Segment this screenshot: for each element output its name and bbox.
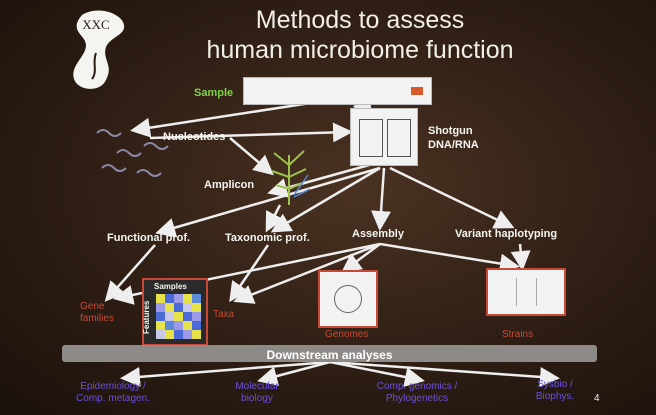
sample-bar-swatch [411,87,423,95]
downstream-analyses-label: Downstream analyses [266,348,393,362]
title-line-1: Methods to assess [255,6,465,34]
arrow-sample-nucleotides [130,98,331,138]
arrow-downstream-comp [329,360,425,387]
taxa-label: Taxa [213,309,235,320]
samples-label: Samples [154,282,187,291]
sample-bar-image [243,77,432,105]
genomes-image [318,270,378,328]
arrow-variant-strains [510,243,531,271]
assembly-label: Assembly [352,228,404,240]
arrow-nucleotides-shotgun [149,122,353,143]
shotgun-label-line-1: Shotgun [428,125,473,137]
arrow-nucleotides-amplicon [229,137,274,176]
molecular-biology-label-line-1: Molecular [235,381,279,392]
variant-haplotyping-label: Variant haplotyping [455,228,558,240]
matrix-heatmap [156,294,201,339]
sysbio-label-line-1: Sysbio / [537,379,573,390]
logo: XXC [62,5,130,95]
arrow-downstream-epi [120,360,331,387]
strains-label: Strains [502,329,534,340]
shotgun-label-line-2: DNA/RNA [428,139,479,151]
gene-families-label-line-1: Gene [80,301,105,312]
arrow-shotgun-assembly [371,167,392,231]
epidemiology-label-line-1: Epidemiology / [80,381,146,392]
arrow-shotgun-functional [155,166,381,238]
sysbio-label-line-2: Biophys. [535,391,575,402]
genome-circle-icon [334,285,362,313]
molecular-biology-label-line-2: biology [241,393,273,404]
page-number: 4 [594,393,600,404]
title-line-2: human microbiome function [206,36,514,64]
nucleotides-label: Nucleotides [163,131,226,143]
shotgun-image [350,108,418,166]
dna-strands-icon [92,118,172,188]
gene-families-label-line-2: families [80,313,114,324]
comp-genomics-label-line-1: Comp. genomics / [376,381,458,392]
phylogenetic-tree-icon [264,145,314,207]
functional-prof-label: Functional prof. [107,232,191,244]
amplicon-label: Amplicon [204,179,255,191]
downstream-analyses-bar: Downstream analyses [62,345,597,362]
arrow-amplicon-taxonomic [265,204,284,233]
taxonomic-prof-label: Taxonomic prof. [225,232,310,244]
feature-sample-matrix: Samples Features [142,278,208,346]
arrow-shotgun-taxonomic [270,166,381,233]
epidemiology-label-line-2: Comp. metagen. [76,393,150,404]
logo-icon: XXC [73,10,125,89]
svg-text:XXC: XXC [82,17,109,32]
arrow-shotgun-variant [389,166,515,229]
arrow-assembly-strains [379,242,520,274]
genomes-label: Genomes [325,329,369,340]
sample-label: Sample [194,87,234,99]
comp-genomics-label-line-2: Phylogenetics [385,393,449,404]
arrow-assembly-genomes [340,242,381,273]
arrow-downstream-sys [329,360,560,387]
features-label: Features [142,300,151,334]
strains-image [486,268,566,316]
arrow-downstream-mol [257,360,331,386]
